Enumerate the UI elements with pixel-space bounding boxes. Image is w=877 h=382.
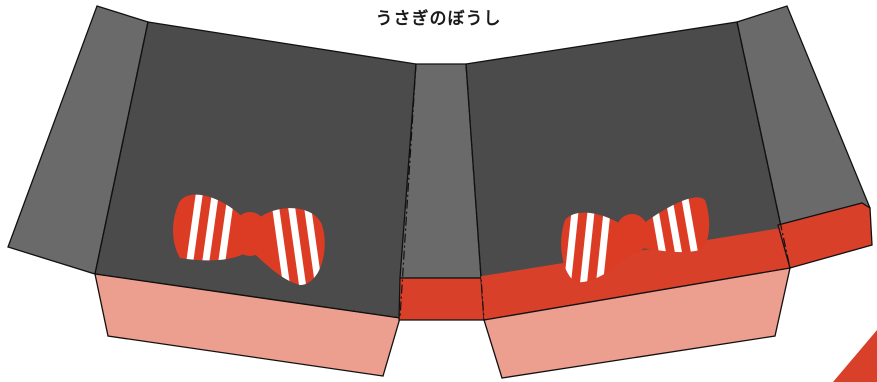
- fold-line: [465, 63, 485, 321]
- corner-piece-partial: [833, 330, 877, 382]
- fold-line: [483, 267, 791, 321]
- fold-line: [399, 63, 417, 319]
- template-title: うさぎのぼうし: [375, 9, 502, 29]
- fold-line: [736, 21, 791, 269]
- fold-line: [94, 21, 149, 275]
- right-red-band: [470, 225, 790, 320]
- left-hat-panel: [94, 21, 417, 319]
- fold-line: [94, 273, 401, 319]
- center-strip-red: [398, 277, 489, 321]
